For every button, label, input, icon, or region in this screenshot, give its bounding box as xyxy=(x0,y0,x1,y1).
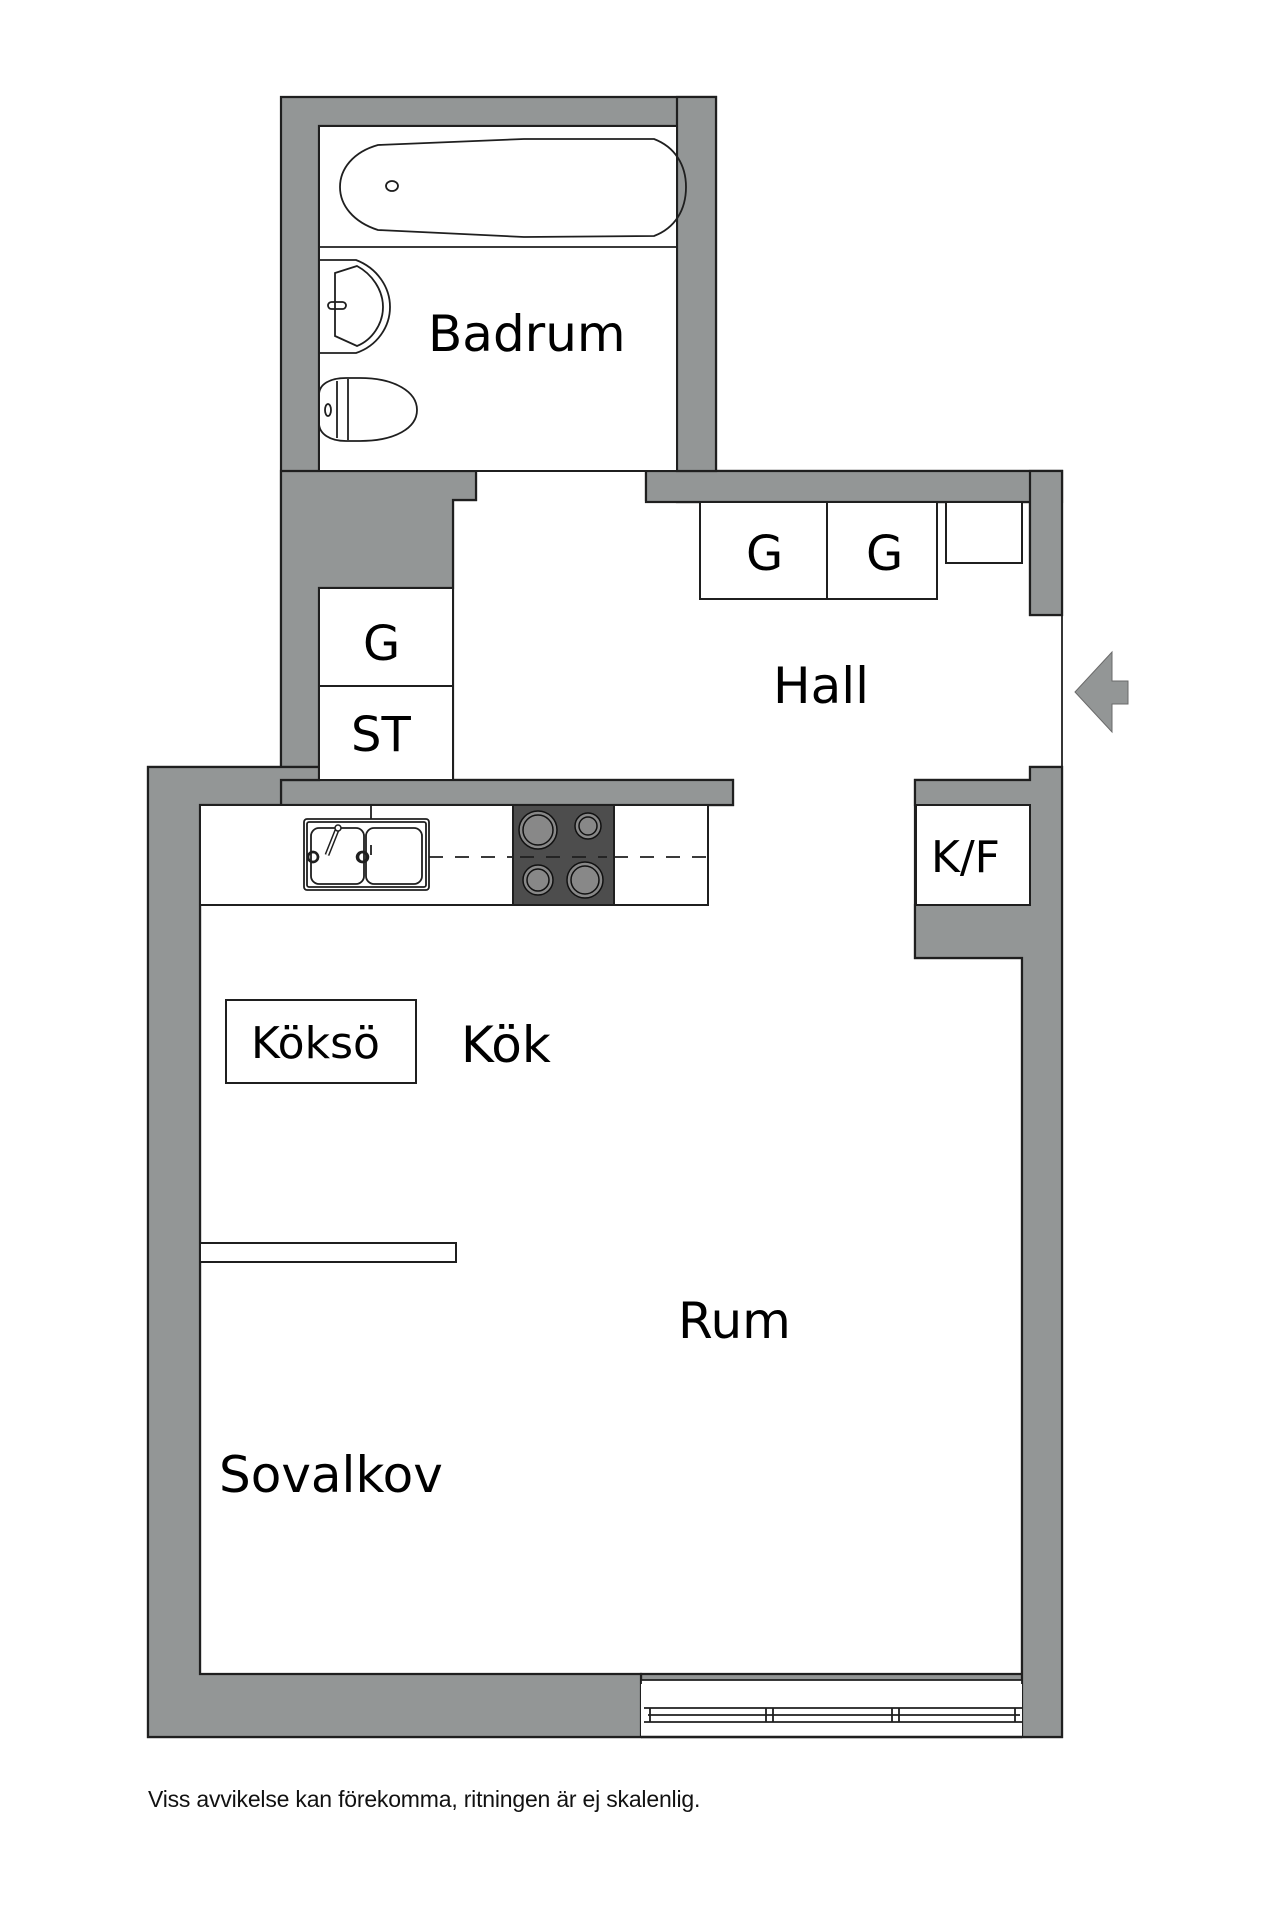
left-storage xyxy=(318,587,454,781)
room-label-kok: Kök xyxy=(461,1016,551,1074)
hall-shelf xyxy=(945,501,1023,564)
bathtub-icon xyxy=(339,138,687,238)
fixture-label-g-hall-2: G xyxy=(866,526,903,582)
room-label-rum: Rum xyxy=(678,1292,791,1350)
fixture-label-kokso: Köksö xyxy=(251,1018,380,1069)
kitchen-sink-icon xyxy=(303,818,430,891)
hall-top-wall xyxy=(644,469,1064,504)
window xyxy=(640,1679,1023,1739)
kitchen-top-wall xyxy=(279,778,735,807)
fixture-label-g-hall-1: G xyxy=(746,526,783,582)
room-interiors xyxy=(318,125,1031,906)
partition-wall xyxy=(199,1242,457,1263)
kf-niche xyxy=(915,804,1031,906)
bathroom-fixtures xyxy=(318,138,687,442)
disclaimer-text: Viss avvikelse kan förekomma, ritningen … xyxy=(148,1786,701,1812)
toilet-icon xyxy=(318,377,418,442)
fixture-label-g-left: G xyxy=(363,616,400,672)
washbasin-icon xyxy=(319,259,391,354)
fixture-label-st: ST xyxy=(351,707,411,763)
drain-icon xyxy=(385,180,399,192)
kitchen-counter xyxy=(199,804,709,906)
entrance-arrow-icon xyxy=(1074,650,1129,734)
hall-wardrobes xyxy=(699,501,1023,600)
kf-wall xyxy=(913,765,1064,1739)
room-label-hall: Hall xyxy=(773,657,869,715)
hall-right-wall-upper xyxy=(1028,469,1064,617)
kitchen-island xyxy=(225,999,417,1084)
walls xyxy=(146,95,1064,1739)
wardrobe-left xyxy=(318,587,454,687)
fixture-label-kf: K/F xyxy=(931,832,1000,883)
counter-top xyxy=(199,804,709,906)
bath-right-wall xyxy=(675,95,718,473)
cleaning-closet xyxy=(318,685,454,781)
room-label-badrum: Badrum xyxy=(428,305,626,363)
wardrobe-hall-2 xyxy=(826,501,938,600)
bathroom-floor xyxy=(318,125,678,472)
room-label-sovalkov: Sovalkov xyxy=(219,1446,443,1504)
